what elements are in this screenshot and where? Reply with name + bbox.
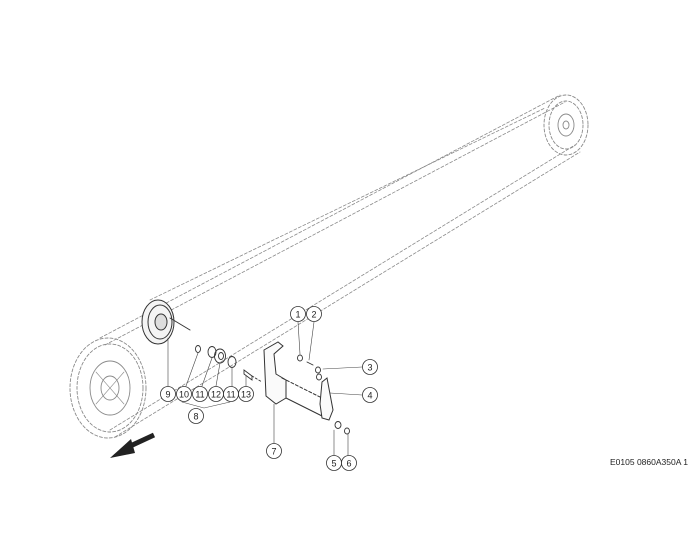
callout-number: 10 xyxy=(179,390,189,400)
callout-number: 5 xyxy=(331,459,336,469)
callout-c10: 10 xyxy=(176,386,192,402)
callout-c8: 8 xyxy=(188,408,204,424)
callout-number: 11 xyxy=(226,390,235,400)
callout-number: 8 xyxy=(193,412,198,422)
callout-c9: 9 xyxy=(160,386,176,402)
callout-circle xyxy=(238,386,254,402)
callout-c4: 4 xyxy=(362,387,378,403)
callout-c11a: 11 xyxy=(192,386,208,402)
tensioner-arm xyxy=(319,377,334,421)
callout-number: 12 xyxy=(211,390,221,400)
nuts-3 xyxy=(315,366,322,381)
small-parts xyxy=(195,345,263,383)
callout-c5: 5 xyxy=(326,455,342,471)
callout-number: 7 xyxy=(271,447,276,457)
callout-circle xyxy=(306,306,322,322)
front-pulley xyxy=(141,299,191,345)
callout-circle xyxy=(266,443,282,459)
callout-number: 3 xyxy=(367,363,372,373)
callout-c3: 3 xyxy=(362,359,378,375)
callout-c13: 13 xyxy=(238,386,254,402)
callout-circle xyxy=(362,387,378,403)
callout-c11b: 11 xyxy=(223,386,239,402)
callout-c12: 12 xyxy=(208,386,224,402)
callout-c6: 6 xyxy=(341,455,357,471)
callout-number: 2 xyxy=(311,310,316,320)
callout-circle xyxy=(176,386,192,402)
reference-code: E0105 0860A350A 1 xyxy=(610,457,688,467)
washer-nut-5-6 xyxy=(334,421,350,435)
bolt-1-2 xyxy=(297,354,314,366)
callout-number: 1 xyxy=(295,310,300,320)
belt xyxy=(99,94,581,438)
callout-circle xyxy=(160,386,176,402)
callout-c2: 2 xyxy=(306,306,322,322)
callout-circle xyxy=(192,386,208,402)
arrow-down-left-icon xyxy=(110,432,156,458)
callout-circle xyxy=(341,455,357,471)
callout-c7: 7 xyxy=(266,443,282,459)
callout-c1: 1 xyxy=(290,306,306,322)
callout-number: 4 xyxy=(367,391,372,401)
callout-number: 13 xyxy=(241,390,251,400)
callout-number: 11 xyxy=(195,390,204,400)
drive-wheel xyxy=(69,337,147,439)
callout-circle xyxy=(362,359,378,375)
rear-pulley xyxy=(543,94,589,156)
callout-circle xyxy=(290,306,306,322)
callout-number: 9 xyxy=(165,390,170,400)
leader-lines xyxy=(167,321,363,456)
callout-number: 6 xyxy=(346,459,351,469)
callout-circle xyxy=(188,408,204,424)
